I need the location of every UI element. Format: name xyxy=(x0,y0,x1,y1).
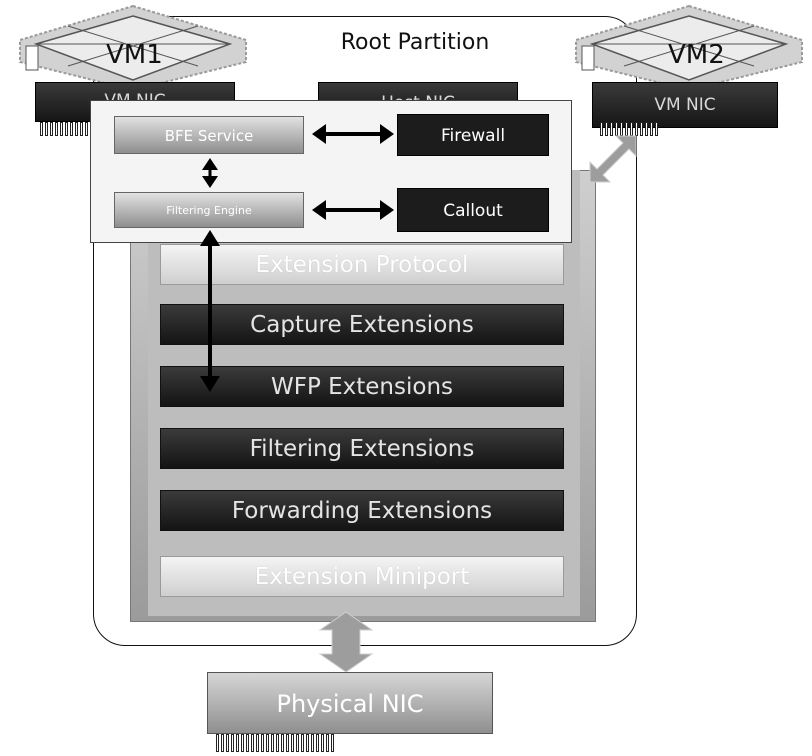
firewall-box: Firewall xyxy=(397,114,549,156)
vm1-label: VM1 xyxy=(106,40,163,70)
vm2-switch-arrow-icon xyxy=(589,135,637,183)
forwarding-extensions-layer: Forwarding Extensions xyxy=(160,490,564,531)
callout-box: Callout xyxy=(397,188,549,232)
bfe-service-box: BFE Service xyxy=(114,116,304,154)
physical-nic-connector-icon xyxy=(216,734,334,752)
filtering-extensions-layer: Filtering Extensions xyxy=(160,428,564,469)
root-partition-title: Root Partition xyxy=(340,30,490,55)
physical-nic: Physical NIC xyxy=(207,672,493,734)
extension-miniport-layer: Extension Miniport xyxy=(160,556,564,597)
vm2-nic: VM NIC xyxy=(592,82,778,128)
extension-protocol-layer: Extension Protocol xyxy=(160,244,564,285)
wfp-extensions-layer: WFP Extensions xyxy=(160,366,564,407)
filtering-engine-box: Filtering Engine xyxy=(114,192,304,228)
capture-extensions-layer: Capture Extensions xyxy=(160,304,564,345)
vm1-icon xyxy=(19,4,247,92)
vm2-label: VM2 xyxy=(668,40,725,70)
